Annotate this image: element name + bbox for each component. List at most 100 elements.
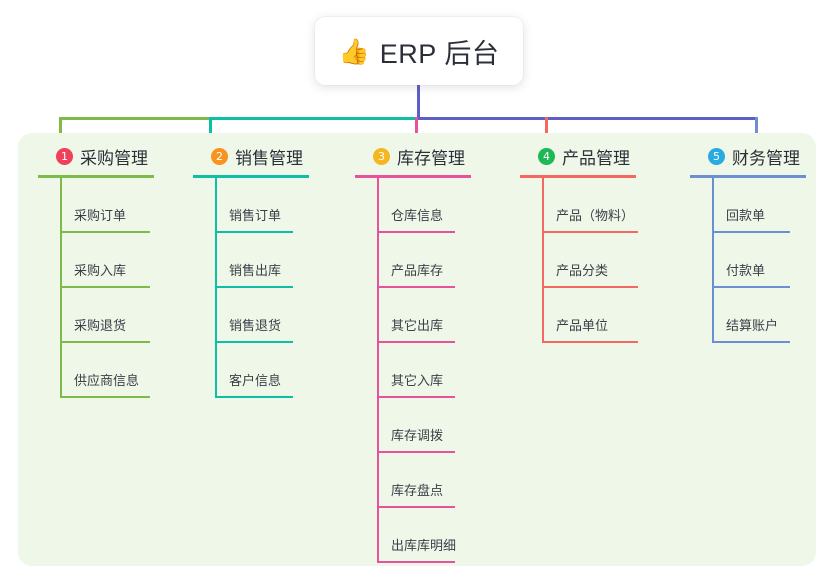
branch-spine-2 [215,178,217,398]
branch-badge-2: 2 [211,147,228,165]
branch-header-2[interactable]: 2 销售管理 [193,143,309,169]
branch-spine-1 [60,178,62,398]
leaf-rule [712,286,790,288]
branch-title-3: 库存管理 [397,148,465,168]
leaf-item[interactable]: 销售订单 [193,178,309,233]
leaf-rule [377,451,455,453]
branch-title-2: 销售管理 [235,148,303,168]
branch-5[interactable]: 5 财务管理回款单付款单结算账户 [690,143,806,343]
leaf-rule [60,341,150,343]
branch-badge-4: 4 [538,147,555,165]
root-node[interactable]: 👍 ERP 后台 [315,17,523,85]
branch-children-3: 仓库信息产品库存其它出库其它入库库存调拨库存盘点出库库明细 [355,178,471,563]
thumbs-up-icon: 👍 [338,36,370,66]
branch-3[interactable]: 3 库存管理仓库信息产品库存其它出库其它入库库存调拨库存盘点出库库明细 [355,143,471,563]
leaf-label: 其它入库 [391,373,444,388]
leaf-item[interactable]: 客户信息 [193,343,309,398]
leaf-label: 销售退货 [229,318,282,333]
leaf-item[interactable]: 采购订单 [38,178,154,233]
leaf-label: 其它出库 [391,318,444,333]
branch-title-1: 采购管理 [80,148,148,168]
leaf-item[interactable]: 采购退货 [38,288,154,343]
branch-badge-1: 1 [56,147,73,165]
branch-rule-4 [520,175,636,178]
trunk-segment-mid [209,117,417,120]
branch-header-1[interactable]: 1 采购管理 [38,143,154,169]
leaf-label: 仓库信息 [391,208,444,223]
leaf-rule [215,341,293,343]
leaf-item[interactable]: 产品库存 [355,233,471,288]
leaf-label: 产品单位 [556,318,609,333]
leaf-item[interactable]: 仓库信息 [355,178,471,233]
leaf-rule [542,286,638,288]
branch-drop-4 [545,117,548,147]
leaf-label: 出库库明细 [391,538,457,553]
leaf-label: 库存盘点 [391,483,444,498]
leaf-item[interactable]: 销售退货 [193,288,309,343]
leaf-item[interactable]: 供应商信息 [38,343,154,398]
branch-spine-4 [542,178,544,343]
leaf-item[interactable]: 销售出库 [193,233,309,288]
leaf-rule [215,231,293,233]
leaf-item[interactable]: 出库库明细 [355,508,471,563]
leaf-rule [377,231,455,233]
branch-rule-3 [355,175,471,178]
branch-spine-3 [377,178,379,563]
branch-children-4: 产品（物料） 产品分类产品单位 [520,178,638,343]
leaf-item[interactable]: 产品（物料） [520,178,638,233]
branch-children-2: 销售订单销售出库销售退货客户信息 [193,178,309,398]
leaf-rule [712,341,790,343]
leaf-label: 产品分类 [556,263,609,278]
leaf-label: 付款单 [726,263,766,278]
leaf-item[interactable]: 采购入库 [38,233,154,288]
leaf-item[interactable]: 其它入库 [355,343,471,398]
diagram-panel [18,133,816,566]
leaf-item[interactable]: 其它出库 [355,288,471,343]
leaf-label: 库存调拨 [391,428,444,443]
leaf-item[interactable]: 结算账户 [690,288,806,343]
branch-spine-5 [712,178,714,343]
leaf-label: 销售订单 [229,208,282,223]
leaf-item[interactable]: 产品分类 [520,233,638,288]
leaf-label: 产品（物料） [556,208,635,223]
branch-rule-5 [690,175,806,178]
branch-1[interactable]: 1 采购管理采购订单采购入库采购退货供应商信息 [38,143,154,398]
branch-drop-2 [209,117,212,147]
branch-title-5: 财务管理 [732,148,800,168]
leaf-rule [542,341,638,343]
leaf-rule [215,396,293,398]
leaf-label: 采购订单 [74,208,127,223]
leaf-label: 采购退货 [74,318,127,333]
branch-header-3[interactable]: 3 库存管理 [355,143,471,169]
branch-drop-5 [755,117,758,147]
branch-drop-1 [59,117,62,147]
leaf-rule [377,561,455,563]
trunk-segment-left [59,117,209,120]
leaf-rule [542,231,638,233]
leaf-item[interactable]: 产品单位 [520,288,638,343]
leaf-item[interactable]: 回款单 [690,178,806,233]
branch-children-1: 采购订单采购入库采购退货供应商信息 [38,178,154,398]
leaf-label: 客户信息 [229,373,282,388]
leaf-rule [60,231,150,233]
leaf-item[interactable]: 库存盘点 [355,453,471,508]
branch-rule-2 [193,175,309,178]
trunk-segment-right [417,117,758,120]
leaf-item[interactable]: 付款单 [690,233,806,288]
leaf-rule [60,396,150,398]
branch-2[interactable]: 2 销售管理销售订单销售出库销售退货客户信息 [193,143,309,398]
branch-badge-3: 3 [373,147,390,165]
leaf-label: 结算账户 [726,318,779,333]
leaf-label: 产品库存 [391,263,444,278]
branch-header-5[interactable]: 5 财务管理 [690,143,806,169]
branch-rule-1 [38,175,154,178]
leaf-item[interactable]: 库存调拨 [355,398,471,453]
leaf-rule [712,231,790,233]
leaf-label: 采购入库 [74,263,127,278]
root-drop-connector [417,85,420,118]
branch-badge-5: 5 [708,147,725,165]
leaf-rule [377,286,455,288]
root-node-label: ERP 后台 [379,38,500,69]
